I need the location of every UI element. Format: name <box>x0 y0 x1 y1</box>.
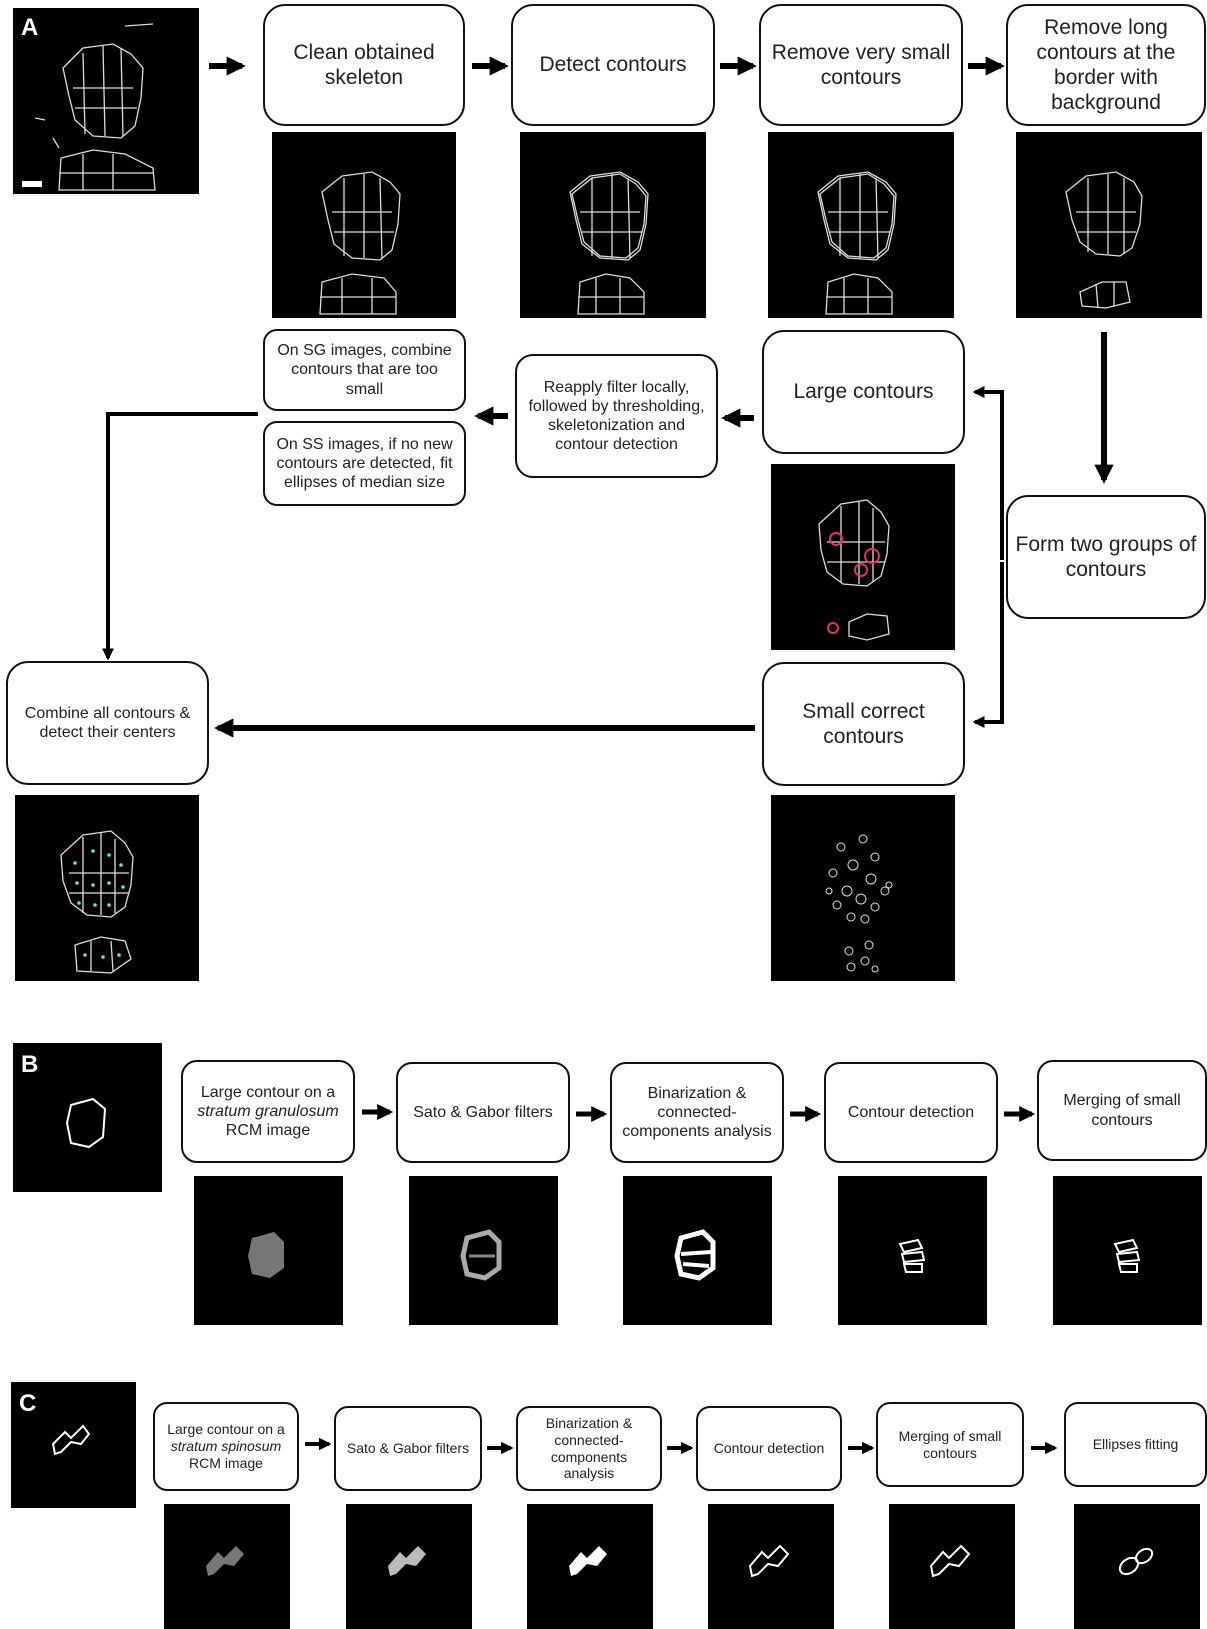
panel-c-step1-post: RCM image <box>189 1454 263 1471</box>
panel-b-contour-detection-image <box>838 1176 987 1325</box>
combined-contours-image <box>15 795 199 981</box>
panel-b-step1-italic: stratum granulosum <box>197 1102 339 1120</box>
panel-c-input-image: C <box>11 1382 136 1508</box>
panel-c-merging-image <box>889 1504 1015 1629</box>
remove-long-contours-image <box>1016 132 1202 318</box>
reapply-filter-step: Reapply filter locally, followed by thre… <box>515 354 718 478</box>
panel-c-large-contour-image <box>164 1504 290 1629</box>
panel-a-letter: A <box>21 14 39 41</box>
connector-to-combine <box>102 412 258 661</box>
large-contours-step: Large contours <box>762 330 965 454</box>
scale-bar <box>22 181 42 187</box>
panel-c-contour-detection-image <box>708 1504 834 1629</box>
panel-c-step1-pre: Large contour on a <box>167 1421 285 1438</box>
panel-b-step1-post: RCM image <box>225 1122 311 1140</box>
detect-contours-step: Detect contours <box>511 4 715 126</box>
panel-c-binarization-step: Binarization & connected-components anal… <box>516 1406 662 1491</box>
panel-b-contour-detection-step: Contour detection <box>824 1062 998 1163</box>
panel-b-letter: B <box>21 1051 39 1078</box>
sg-combine-step: On SG images, combine contours that are … <box>263 329 466 411</box>
panel-b-large-contour-image <box>194 1176 343 1325</box>
panel-c-ellipses-fitting-step: Ellipses fitting <box>1064 1402 1207 1487</box>
ss-ellipse-step: On SS images, if no new contours are det… <box>263 421 466 506</box>
panel-c-sato-gabor-step: Sato & Gabor filters <box>334 1406 482 1491</box>
panel-c-contour-detection-step: Contour detection <box>696 1406 842 1491</box>
panel-c-ellipses-image <box>1074 1504 1200 1629</box>
panel-b-step1-text: Large contour on a stratum granulosum RC… <box>189 1083 347 1141</box>
panel-c-sato-gabor-image <box>346 1504 472 1629</box>
panel-b-input-image: B <box>13 1043 162 1192</box>
branch-connector <box>972 562 1004 728</box>
small-correct-contours-image <box>771 795 955 981</box>
panel-b-binarization-image <box>623 1176 772 1325</box>
remove-long-contours-step: Remove long contours at the border with … <box>1006 4 1206 126</box>
panel-b-merging-step: Merging of small contours <box>1037 1060 1207 1161</box>
branch-connector <box>972 386 1004 560</box>
clean-skeleton-step: Clean obtained skeleton <box>263 4 465 126</box>
combine-contours-step: Combine all contours & detect their cent… <box>6 661 209 785</box>
panel-c-merging-step: Merging of small contours <box>876 1402 1024 1487</box>
panel-c-letter: C <box>19 1390 37 1417</box>
panel-b-step1-pre: Large contour on a <box>200 1083 336 1101</box>
clean-skeleton-image <box>272 132 456 318</box>
remove-small-contours-step: Remove very small contours <box>759 4 963 126</box>
input-skeleton-image: A <box>13 8 199 194</box>
form-two-groups-step: Form two groups of contours <box>1006 495 1206 619</box>
panel-b-sato-gabor-image <box>409 1176 558 1325</box>
panel-c-step1-text: Large contour on a stratum spinosum RCM … <box>161 1421 291 1471</box>
panel-b-sato-gabor-step: Sato & Gabor filters <box>396 1062 570 1163</box>
panel-b-merging-image <box>1053 1176 1202 1325</box>
panel-c-large-contour-step: Large contour on a stratum spinosum RCM … <box>153 1402 299 1491</box>
remove-small-contours-image <box>768 132 954 318</box>
panel-c-step1-italic: stratum spinosum <box>170 1438 282 1455</box>
large-contours-image <box>771 464 955 650</box>
detect-contours-image <box>520 132 706 318</box>
small-correct-contours-step: Small correct contours <box>762 662 965 786</box>
panel-b-large-contour-step: Large contour on a stratum granulosum RC… <box>181 1060 355 1163</box>
panel-b-binarization-step: Binarization & connected-components anal… <box>610 1062 784 1163</box>
panel-c-binarization-image <box>527 1504 653 1629</box>
